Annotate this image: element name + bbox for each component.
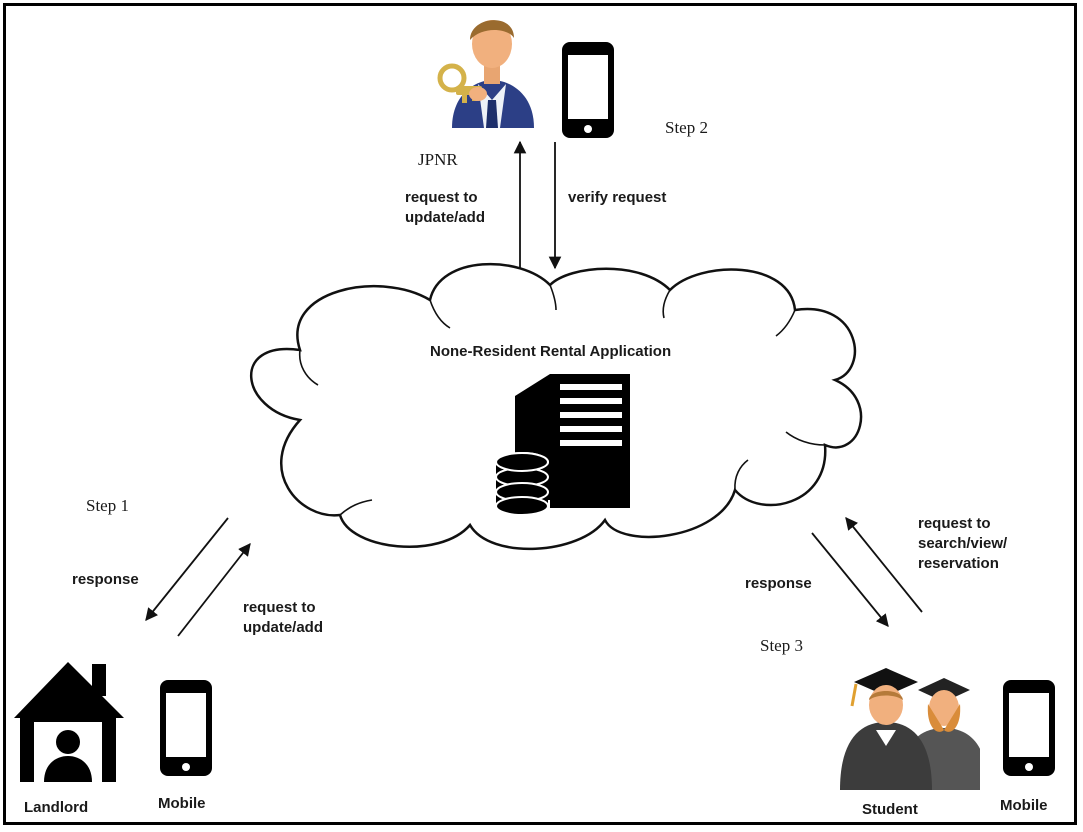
mobile-phone-icon [562,42,614,138]
landlord-request-arrow [177,543,251,637]
landlord-request-line-2: update/add [243,619,324,636]
mobile-phone-icon [160,680,212,776]
verify-request-label: verify request [568,189,667,206]
student-request-line-2: search/view/ [918,535,1008,552]
graduates-icon [840,668,980,790]
step-3-label: Step 3 [760,636,803,655]
jpnr-request-line-2: update/add [405,209,486,226]
student-mobile-label: Mobile [1000,797,1048,814]
student-label: Student [862,801,918,818]
mobile-phone-icon [1003,680,1055,776]
jpnr-request-line-1: request to [405,189,478,206]
server-database-icon [495,374,630,516]
landlord-mobile-label: Mobile [158,795,206,812]
landlord-response-label: response [72,571,139,588]
landlord-response-arrow [145,517,229,621]
diagram-border [3,3,1077,825]
landlord-label: Landlord [24,799,89,816]
jpnr-request-label: request to update/add [405,188,515,228]
house-person-icon [14,662,124,782]
officer-with-keys-icon [437,20,534,128]
jpnr-label: JPNR [418,150,458,169]
student-request-line-3: reservation [918,555,999,572]
landlord-request-line-1: request to [243,599,316,616]
student-response-label: response [745,575,812,592]
student-request-arrow [845,517,923,613]
application-title: None-Resident Rental Application [430,343,672,360]
student-response-arrow [811,532,889,627]
landlord-request-label: request to update/add [243,598,363,638]
step-1-label: Step 1 [86,496,129,515]
step-2-label: Step 2 [665,118,708,137]
student-request-label: request to search/view/ reservation [918,514,1048,574]
student-request-line-1: request to [918,515,991,532]
